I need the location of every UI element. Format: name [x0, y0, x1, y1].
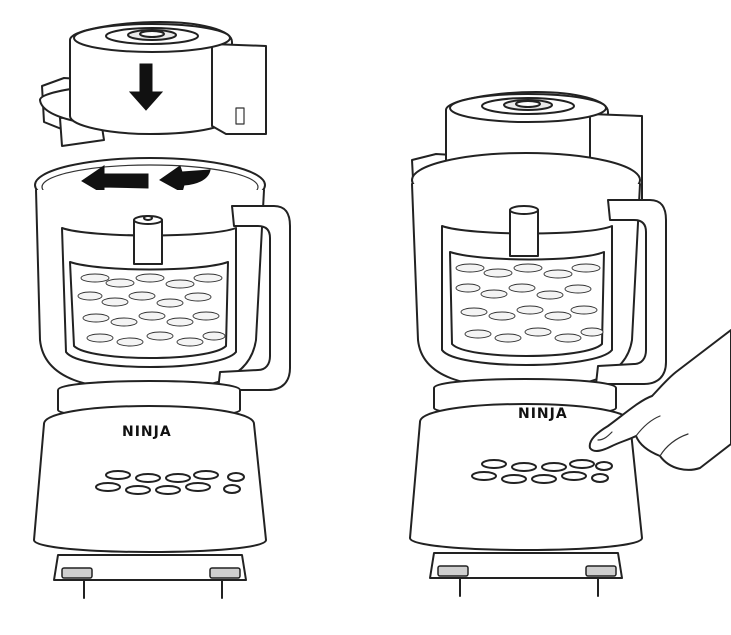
panel-left-lid-install: NINJA — [33, 21, 291, 599]
panel-right-press-button: NINJA — [409, 91, 731, 597]
arrow-left-icon — [159, 165, 211, 193]
lid-lifted — [39, 21, 267, 147]
food-slices — [455, 263, 604, 343]
hand-icon — [588, 329, 731, 471]
base-right: NINJA — [409, 378, 643, 597]
control-panel — [471, 459, 613, 484]
arrow-left-icon — [81, 165, 149, 195]
brand-logo: NINJA — [518, 406, 568, 422]
control-panel — [95, 470, 245, 495]
base-left: NINJA — [33, 380, 267, 599]
arrow-down-icon — [128, 63, 164, 111]
bowl-left — [34, 157, 291, 391]
food-slices — [77, 273, 226, 347]
bowl-right — [411, 152, 667, 389]
brand-logo: NINJA — [122, 424, 172, 440]
